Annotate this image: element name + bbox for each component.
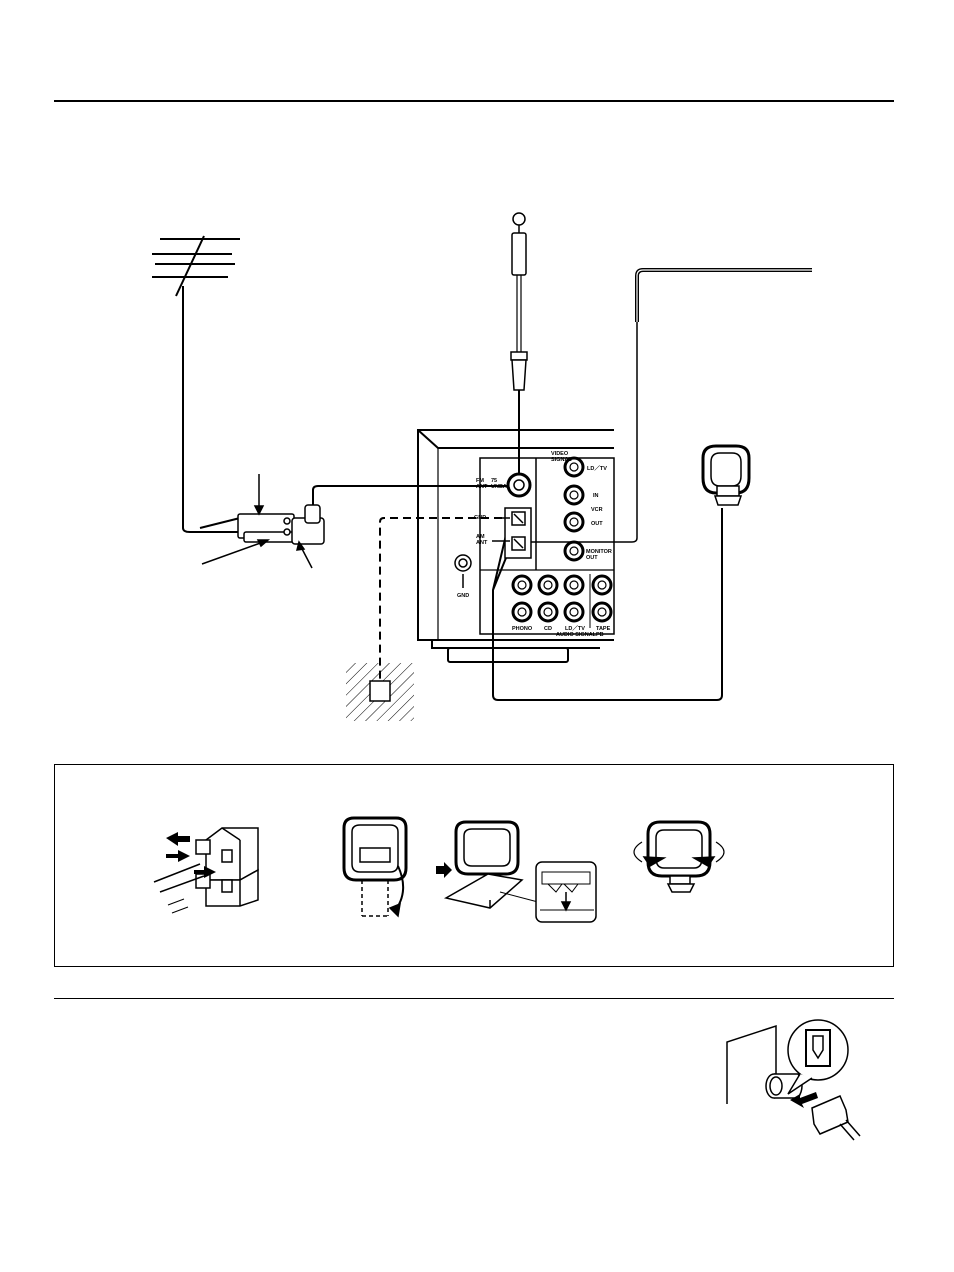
illustration-box — [54, 764, 894, 967]
label-in: IN — [593, 493, 599, 499]
section-rule — [54, 998, 894, 999]
earth-ground — [346, 663, 414, 721]
am-gnd-terminals — [504, 507, 532, 559]
label-vcr: VCR — [591, 507, 603, 513]
insertion-arrows — [166, 832, 216, 878]
label-phono: PHONO — [512, 626, 533, 632]
am-wire-lead — [520, 322, 638, 543]
label-cd: CD — [544, 626, 552, 632]
label-ld-tv-audio: LD／TV — [565, 624, 585, 632]
label-ld-tv-video: LD／TV — [587, 464, 607, 472]
gnd-screw — [454, 554, 472, 588]
am-wire-antenna — [635, 268, 812, 322]
fm-connector-detail — [726, 1019, 861, 1141]
stand-arrow — [436, 862, 452, 878]
fm-antenna-jack — [506, 472, 532, 498]
ground-wire — [379, 517, 515, 682]
adapter-callout-lines — [201, 474, 313, 569]
stand-detail-inset — [535, 861, 597, 923]
label-gnd-terminal: GND — [474, 515, 486, 521]
video-jacks — [563, 456, 585, 562]
receiver-rear-panel — [417, 429, 615, 663]
am-loop-antenna — [701, 444, 751, 506]
loop-antenna-unfold-illustration — [342, 816, 408, 918]
loop-antenna-direction-illustration — [633, 820, 725, 893]
label-gnd-screw: GND — [457, 593, 469, 599]
loop-antenna-stand-illustration — [443, 820, 539, 909]
top-rule — [54, 100, 894, 102]
connector-insertion-arrow — [790, 1092, 818, 1108]
label-out: OUT — [591, 521, 603, 527]
terminal-insertion-illustration — [153, 827, 259, 914]
fm-coax-cable — [312, 485, 515, 505]
antenna-adapter — [237, 504, 325, 545]
fm-lead-wire — [182, 517, 241, 533]
label-audio-signal: AUDIO SIGNAL — [556, 632, 597, 638]
audio-jacks — [511, 574, 613, 623]
indoor-fm-antenna — [510, 212, 528, 478]
outdoor-fm-antenna — [152, 235, 240, 528]
